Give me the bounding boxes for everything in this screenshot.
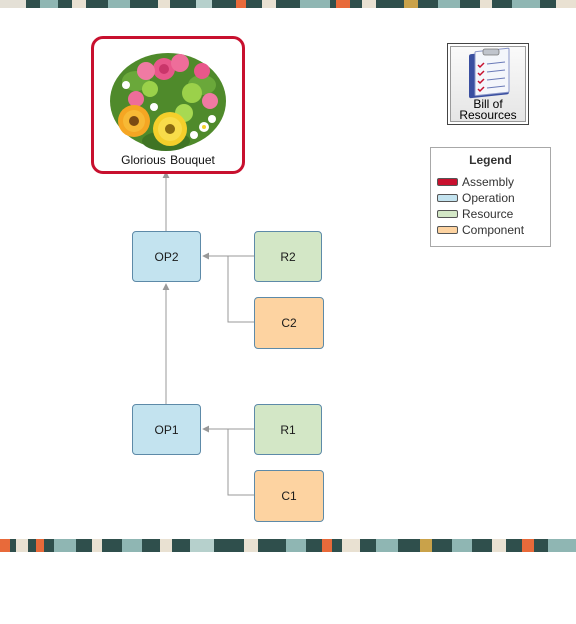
component-node-c2[interactable]: C2 [254,297,324,349]
legend-swatch-component [437,226,458,234]
legend-swatch-operation [437,194,458,202]
legend-label: Resource [462,207,514,221]
resource-node-r2[interactable]: R2 [254,231,322,282]
legend-label: Operation [462,191,515,205]
decorative-banner-bottom [0,539,576,552]
bill-of-resources-label: Bill of Resources [448,97,528,122]
component-label: C1 [281,489,297,503]
legend-item-component: Component [437,223,524,237]
legend-title: Legend [469,153,512,167]
bill-of-resources-line2: Resources [459,108,517,122]
flower-bouquet-icon [110,53,226,151]
legend-label: Component [462,223,525,237]
resource-label: R1 [280,422,296,437]
bill-of-resources-line1: Bill of [473,97,503,111]
resource-node-r1[interactable]: R1 [254,404,322,455]
legend-item-assembly: Assembly [437,175,514,189]
operation-label: OP2 [154,249,179,264]
operation-node-op2[interactable]: OP2 [132,231,201,282]
legend-item-resource: Resource [437,207,513,221]
connector-c1-to-op1 [227,429,254,496]
legend-swatch-resource [437,210,458,218]
decorative-banner-top [0,0,576,8]
component-label: C2 [281,316,297,330]
legend-item-operation: Operation [437,191,515,205]
connector-c2-to-op2 [227,256,254,323]
assembly-node[interactable]: Glorious Bouquet [91,36,245,174]
bill-of-resources-button[interactable]: Bill of Resources [447,43,529,125]
operation-label: OP1 [154,422,179,437]
clipboard-checklist-icon [469,47,510,99]
legend-swatch-assembly [437,178,458,186]
legend-label: Assembly [462,175,515,189]
assembly-label: Glorious Bouquet [121,153,215,167]
resource-label: R2 [280,249,296,264]
component-node-c1[interactable]: C1 [254,470,324,522]
legend: Legend Assembly Operation Resource Compo… [430,147,551,247]
operation-node-op1[interactable]: OP1 [132,404,201,455]
